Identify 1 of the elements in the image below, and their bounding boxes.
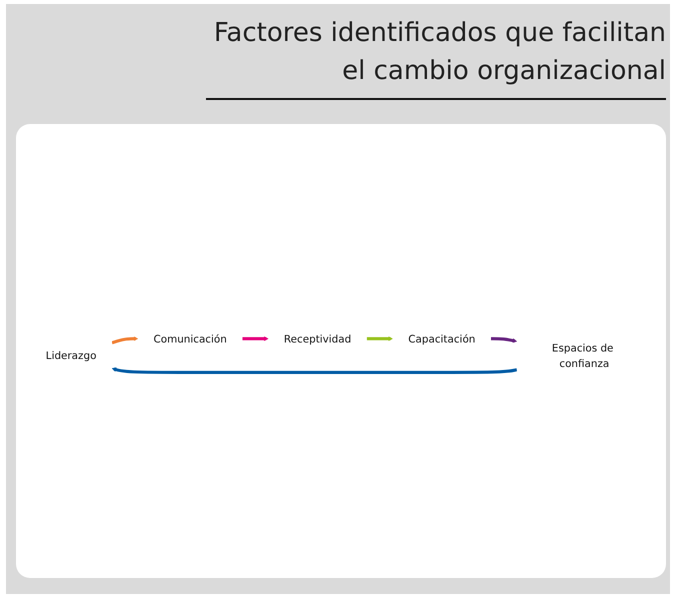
- title: Factores identificados que facilitan el cambio organizacional: [206, 14, 666, 100]
